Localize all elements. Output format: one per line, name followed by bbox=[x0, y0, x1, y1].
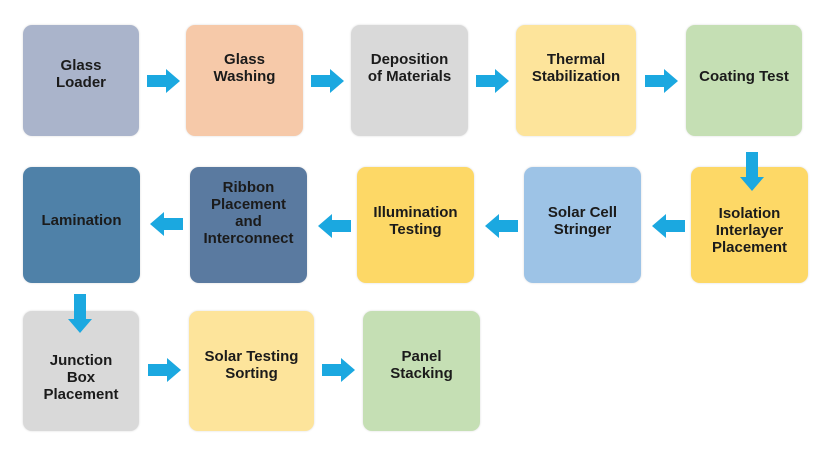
arrow-right-icon bbox=[148, 358, 181, 382]
arrow-left-icon bbox=[652, 214, 685, 238]
step-glass-washing: Glass Washing bbox=[186, 25, 303, 136]
step-illumination-testing: Illumination Testing bbox=[357, 167, 474, 283]
arrow-right-icon bbox=[311, 69, 344, 93]
step-coating-test: Coating Test bbox=[686, 25, 802, 136]
arrow-left-icon bbox=[150, 212, 183, 236]
arrow-down-icon bbox=[740, 152, 764, 191]
step-panel-stacking: Panel Stacking bbox=[363, 311, 480, 431]
step-lamination: Lamination bbox=[23, 167, 140, 283]
step-solar-cell-stringer: Solar Cell Stringer bbox=[524, 167, 641, 283]
step-solar-testing-sorting: Solar Testing Sorting bbox=[189, 311, 314, 431]
step-glass-loader: Glass Loader bbox=[23, 25, 139, 136]
arrow-left-icon bbox=[318, 214, 351, 238]
arrow-down-icon bbox=[68, 294, 92, 333]
arrow-right-icon bbox=[147, 69, 180, 93]
step-ribbon-placement-interconnect: Ribbon Placement and Interconnect bbox=[190, 167, 307, 283]
arrow-right-icon bbox=[645, 69, 678, 93]
arrow-left-icon bbox=[485, 214, 518, 238]
step-deposition-of-materials: Deposition of Materials bbox=[351, 25, 468, 136]
step-thermal-stabilization: Thermal Stabilization bbox=[516, 25, 636, 136]
arrow-right-icon bbox=[476, 69, 509, 93]
arrow-right-icon bbox=[322, 358, 355, 382]
